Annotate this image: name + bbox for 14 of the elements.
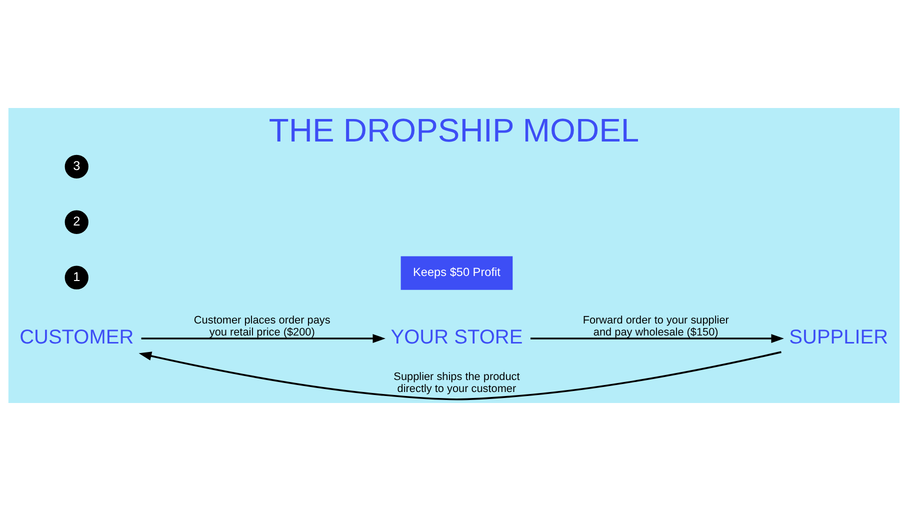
arrow <box>530 334 784 343</box>
node-text: SUPPLIER <box>789 326 888 349</box>
label: 3 <box>73 158 80 174</box>
edge-label: Customer places order pays you retail price ($200) <box>194 314 330 338</box>
label: 2 <box>73 213 80 228</box>
node-text: CUSTOMER <box>20 326 134 349</box>
edge-label: Supplier ships the product directly to your customer <box>394 370 520 395</box>
node-box: Keeps $50 Profit <box>400 256 513 290</box>
node-text: YOUR STORE <box>390 326 523 349</box>
arrow <box>138 351 782 400</box>
edge-label: Forward order to your supplier and pay wholesale ($150) <box>582 314 729 338</box>
label: 1 <box>73 268 80 284</box>
diagram-title: THE DROPSHIP MODEL <box>268 111 640 148</box>
arrow <box>141 334 386 343</box>
